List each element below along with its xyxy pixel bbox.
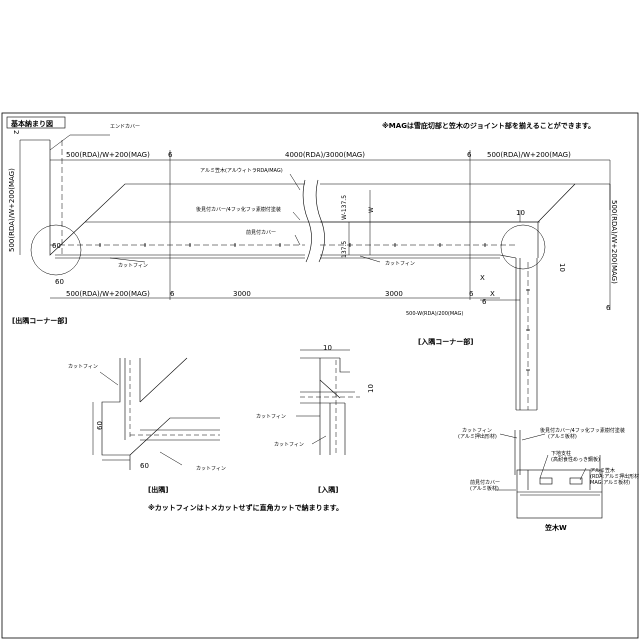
label-front-cover: 前見付カバー <box>246 229 276 236</box>
detail-dim-10-a: 10 <box>323 344 332 352</box>
dimension-lines <box>19 140 611 310</box>
detail-outside-dashes <box>129 360 220 440</box>
label-rear-cover-al-2: (アルミ板材) <box>548 433 577 440</box>
label-rear-cover-al: 後見付カバー/4フッ化フッ素樹付塗装 (アルミ板材) <box>540 427 626 440</box>
dim-10: 10 <box>516 209 525 217</box>
dim-60-a: 60 <box>52 242 61 250</box>
plan-outline <box>20 139 611 410</box>
label-al-kasagi-ultra: アルミ笠木(アルウィトラRDA/MAG) <box>200 167 283 174</box>
dim-60-b: 60 <box>55 278 64 286</box>
label-cut-fin-al: カットフィン (アルミ押出形材) <box>458 428 497 440</box>
title-block: 基本納まり図 <box>6 116 66 129</box>
label-detail-cut-fin-d: カットフィン <box>274 442 304 448</box>
label-cut-fin-al-2: (アルミ押出形材) <box>458 433 497 440</box>
label-cut-fin-a: カットフィン <box>118 263 148 269</box>
dim-6-a: 6 <box>168 151 173 159</box>
dim-3000-b: 3000 <box>385 290 403 298</box>
label-substrate: 下地支柱 (高耐食性めっき鋼板) <box>551 450 600 463</box>
dim-6-f: 6 <box>482 298 487 306</box>
label-front-cover-al-2: (アルミ板材) <box>470 485 499 492</box>
dim-500-left-vertical: 500(RDA)/W+200(MAG) <box>8 168 16 252</box>
label-al-kasagi: アルミ笠木 (RDA:アルミ押出形材 MAG:アルミ板材) <box>590 467 640 486</box>
section-outside-corner: [出隅コーナー部] <box>12 316 67 325</box>
dim-w-137-5: W-137.5 <box>341 195 348 220</box>
section-leaders <box>495 433 587 491</box>
section-drawing <box>514 409 603 519</box>
leader-detail-cut-fin-a <box>99 371 119 386</box>
label-end-cover: エンドカバー <box>110 124 140 130</box>
detail-inside-corner <box>300 349 355 455</box>
label-front-cover-al: 前見付カバー (アルミ板材) <box>470 479 502 492</box>
label-front-cover-al-1: 前見付カバー <box>470 479 500 486</box>
centre-lines <box>50 140 529 410</box>
dim-137-5: 137.5 <box>341 241 348 258</box>
dim-500-right-vertical: 500(RDA)/W+200(MAG) <box>610 200 618 284</box>
label-cut-fin-b: カットフィン <box>385 261 415 267</box>
label-al-kasagi-1: アルミ笠木 <box>590 467 615 474</box>
label-al-kasagi-2: (RDA:アルミ押出形材 <box>590 473 639 480</box>
detail-dim-10-b: 10 <box>367 384 375 393</box>
label-kasagi-w: 笠木W <box>544 523 567 532</box>
dim-x-b: X <box>490 290 495 298</box>
label-al-kasagi-3: MAG:アルミ板材) <box>590 479 630 486</box>
top-note: ※MAGは雪庇切部と笠木のジョイント部を揃えることができます。 <box>382 121 595 130</box>
section-inside-corner: [入隅コーナー部] <box>418 337 473 346</box>
dim-x-a: X <box>480 274 485 282</box>
leader-detail-cut-fin-b <box>159 451 183 466</box>
dim-6-c: 6 <box>170 290 175 298</box>
drawing-frame <box>1 112 639 639</box>
leader-detail-cut-fin-d <box>311 435 327 445</box>
dim-6-b: 6 <box>467 151 472 159</box>
label-rear-cover: 後見付カバー/4フッ化フッ素樹付塗装 <box>196 206 281 213</box>
dim-6-d: 6 <box>469 290 474 298</box>
label-substrate-1: 下地支柱 <box>551 450 571 457</box>
label-substrate-2: (高耐食性めっき鋼板) <box>551 456 600 463</box>
drawing-title: 基本納まり図 <box>10 119 53 128</box>
screw-marks <box>99 243 530 371</box>
dim-3000-a: 3000 <box>233 290 251 298</box>
dim-2: 2 <box>12 130 20 134</box>
detail-inside-title: [入隅] <box>318 485 338 494</box>
label-detail-cut-fin-c: カットフィン <box>256 414 286 420</box>
label-detail-cut-fin-b: カットフィン <box>196 466 226 472</box>
detail-dim-60-h: 60 <box>140 462 149 470</box>
detail-dim-60-v: 60 <box>96 421 104 430</box>
dim-500-top: 500(RDA)/W+200(MAG) <box>66 151 150 159</box>
label-detail-cut-fin-a: カットフィン <box>68 364 98 370</box>
detail-inside-dashes <box>300 360 360 455</box>
label-cut-fin-al-1: カットフィン <box>462 428 492 434</box>
dim-500-bottom: 500(RDA)/W+200(MAG) <box>66 290 150 298</box>
dim-6-e: 6 <box>606 304 611 312</box>
dim-10-right: 10 <box>558 263 566 272</box>
dim-500-w: 500-W(RDA)/200(MAG) <box>406 311 463 317</box>
label-rear-cover-al-1: 後見付カバー/4フッ化フッ素樹付塗装 <box>540 427 625 434</box>
dim-w: W <box>368 207 375 213</box>
detail-outside-title: [出隅] <box>148 485 168 494</box>
detail-outside-corner <box>101 357 220 470</box>
dim-500-right: 500(RDA)/W+200(MAG) <box>487 151 571 159</box>
dim-4000: 4000(RDA)/3000(MAG) <box>285 151 365 159</box>
leader-lines <box>49 134 381 263</box>
bottom-note: ※カットフィンはトメカットせずに直角カットで納まります。 <box>148 503 343 512</box>
